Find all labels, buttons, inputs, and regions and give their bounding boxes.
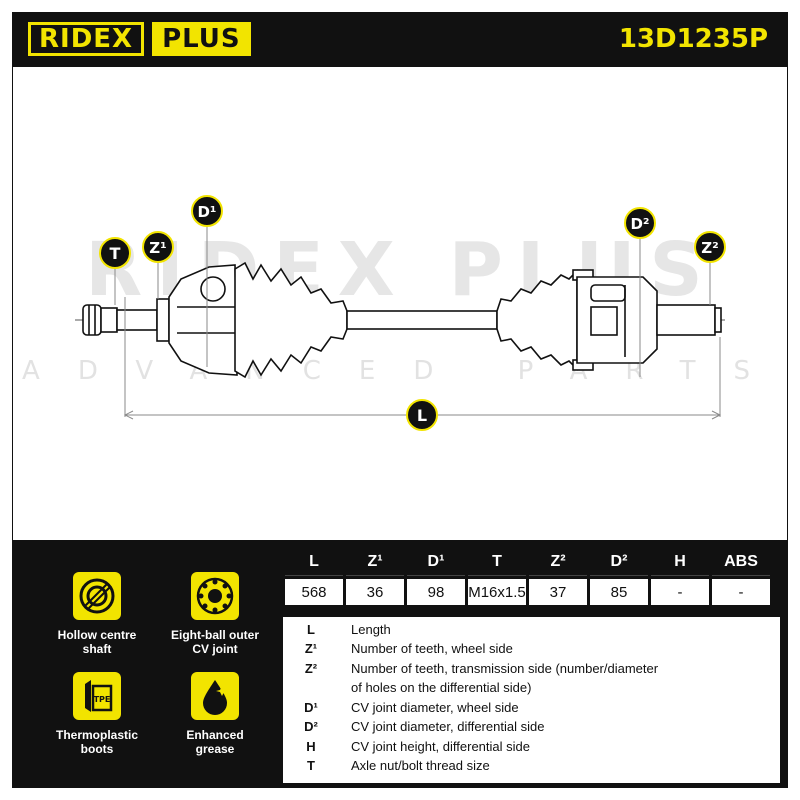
legend-row: Z² Number of teeth, transmission side (n…: [283, 661, 780, 679]
inner-cv-joint: [572, 269, 658, 371]
spec-table: L Z¹ D¹ T Z² D² H ABS 568 36 98 M16x1.5 …: [282, 546, 773, 608]
tpe-boot-icon: TPE: [73, 672, 121, 720]
spec-header-D2: D²: [590, 549, 648, 576]
drive-shaft-svg: RIDEX PLUS ADVANCED PARTS: [22, 195, 787, 431]
legend-text: CV joint diameter, wheel side: [351, 700, 519, 715]
part-number: 13D1235P: [618, 24, 768, 54]
spec-value-T: M16x1.5: [468, 579, 526, 605]
spec-header-row: L Z¹ D¹ T Z² D² H ABS: [285, 549, 770, 576]
legend-text: Length: [351, 622, 391, 637]
spec-header-ABS: ABS: [712, 549, 770, 576]
spec-header-D1: D¹: [407, 549, 465, 576]
legend-row: Z¹ Number of teeth, wheel side: [283, 641, 780, 659]
spec-value-Z2: 37: [529, 579, 587, 605]
label-T: T: [110, 244, 121, 263]
spec-header-T: T: [468, 549, 526, 576]
watermark-tagline: ADVANCED PARTS: [22, 356, 787, 386]
shaft: [346, 310, 498, 330]
feature-label: Enhanced: [186, 728, 244, 742]
spec-header-H: H: [651, 549, 709, 576]
label-T-badge: T: [99, 237, 131, 269]
wheel-side-stub: [82, 298, 170, 342]
spec-value-D1: 98: [407, 579, 465, 605]
legend-key: Z¹: [304, 641, 318, 656]
spec-value-L: 568: [285, 579, 343, 605]
legend-key: L: [307, 622, 315, 637]
label-Z2-badge: Z²: [694, 231, 726, 263]
transmission-stub: [656, 304, 722, 336]
spec-value-D2: 85: [590, 579, 648, 605]
spec-value-row: 568 36 98 M16x1.5 37 85 - -: [285, 579, 770, 605]
label-L-badge: L: [406, 399, 438, 431]
hollow-shaft-icon: [73, 572, 121, 620]
legend-text: of holes on the differential side): [351, 680, 532, 695]
legend-key: H: [306, 739, 316, 754]
spec-header-Z2: Z²: [529, 549, 587, 576]
header-bar: RIDEX PLUS 13D1235P: [12, 12, 788, 67]
logo-ridex-text: RIDEX: [28, 22, 145, 56]
feature-label: shaft: [82, 642, 112, 656]
legend-key: D²: [304, 719, 318, 734]
feature-label: Eight-ball outer: [171, 628, 259, 642]
spec-value-Z1: 36: [346, 579, 404, 605]
spec-header-L: L: [285, 549, 343, 576]
legend-row: D² CV joint diameter, differential side: [283, 719, 780, 737]
legend-key: Z²: [304, 661, 318, 676]
drive-shaft-drawing: RIDEX PLUS ADVANCED PARTS: [12, 67, 788, 540]
legend-text: Number of teeth, wheel side: [351, 641, 513, 656]
feature-label: Hollow centre: [57, 628, 137, 642]
svg-text:TPE: TPE: [94, 695, 111, 704]
label-Z1: Z¹: [149, 239, 166, 257]
spec-value-H: -: [651, 579, 709, 605]
legend-text: CV joint diameter, differential side: [351, 719, 545, 734]
label-D1: D¹: [197, 203, 216, 221]
label-Z2: Z²: [701, 239, 718, 257]
legend-text: CV joint height, differential side: [351, 739, 530, 754]
label-Z1-badge: Z¹: [142, 231, 174, 263]
bearing-icon: [191, 572, 239, 620]
outer-cv-joint: [168, 264, 238, 376]
legend-row: T Axle nut/bolt thread size: [283, 758, 780, 776]
logo-plus-text: PLUS: [152, 22, 251, 56]
grease-icon: [191, 672, 239, 720]
label-D1-badge: D¹: [191, 195, 223, 227]
feature-label: grease: [195, 742, 235, 756]
label-D2-badge: D²: [624, 207, 656, 239]
legend-row: H CV joint height, differential side: [283, 739, 780, 757]
legend-box: L Length Z¹ Number of teeth, wheel side …: [283, 617, 780, 783]
legend-row: L Length: [283, 622, 780, 640]
spec-header-Z1: Z¹: [346, 549, 404, 576]
legend-row: of holes on the differential side): [283, 680, 780, 698]
legend-text: Axle nut/bolt thread size: [351, 758, 490, 773]
legend-row: D¹ CV joint diameter, wheel side: [283, 700, 780, 718]
feature-label: CV joint: [192, 642, 238, 656]
label-D2: D²: [630, 215, 649, 233]
ridex-plus-logo: RIDEX PLUS: [28, 22, 251, 56]
label-L: L: [417, 406, 427, 425]
legend-key: T: [307, 758, 315, 773]
spec-value-ABS: -: [712, 579, 770, 605]
feature-label: boots: [80, 742, 114, 756]
feature-label: Thermoplastic: [55, 728, 139, 742]
legend-text: Number of teeth, transmission side (numb…: [351, 661, 659, 676]
legend-key: D¹: [304, 700, 318, 715]
